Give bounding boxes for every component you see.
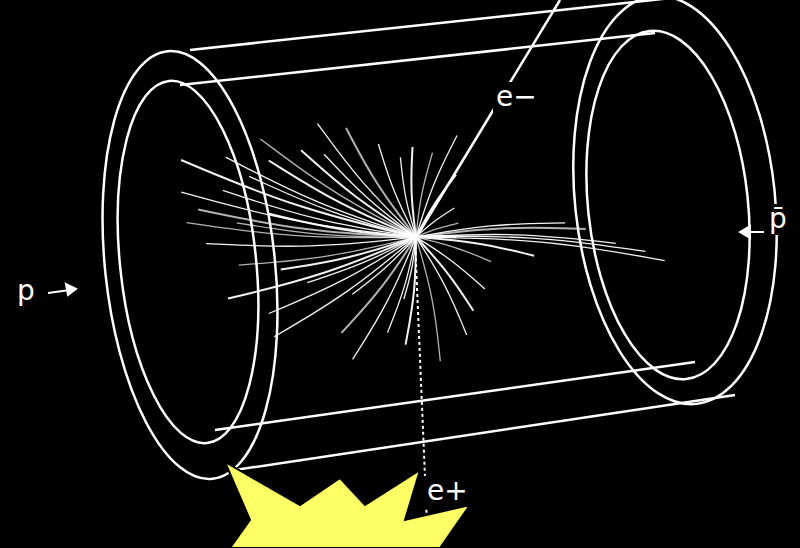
particle-track: [187, 223, 416, 238]
particle-track: [416, 237, 665, 261]
particle-track: [416, 237, 473, 311]
starburst: [225, 462, 470, 548]
particle-track: [346, 128, 416, 237]
particle-track: [353, 237, 416, 359]
particle-track: [411, 147, 416, 237]
particle-track: [378, 144, 416, 237]
particle-track: [260, 139, 416, 237]
detector-cylinder: [83, 0, 796, 488]
beam-label: p: [14, 276, 38, 307]
inner-end-ring: [101, 74, 274, 450]
particle-track: [416, 136, 457, 237]
beam-label: p̄: [766, 204, 790, 235]
outer-end-ring: [554, 0, 796, 414]
particle-track: [416, 237, 467, 335]
particle-tracks: [181, 124, 665, 362]
outer-end-ring: [83, 42, 297, 487]
particle-track: [249, 176, 416, 237]
cylinder-edge: [235, 395, 735, 470]
particle-track: [416, 237, 485, 289]
arrow-head: [66, 284, 76, 295]
particle-track: [416, 223, 565, 237]
particle-track: [307, 237, 416, 283]
particle-label: e+: [424, 476, 471, 507]
inner-end-ring: [570, 23, 766, 388]
cylinder-edge: [180, 33, 655, 85]
particle-track: [268, 214, 416, 237]
particle-track: [324, 154, 416, 237]
particle-label: e−: [493, 82, 540, 113]
arrow-head: [740, 226, 750, 238]
particle-track: [404, 237, 416, 299]
particle-track: [269, 237, 416, 314]
particle-track: [317, 124, 416, 237]
cylinder-edge: [190, 0, 690, 50]
particle-track: [416, 236, 645, 251]
particle-track: [206, 237, 416, 246]
cylinder-edge: [215, 362, 695, 430]
particle-track: [274, 237, 416, 337]
particle-track: [416, 237, 534, 256]
electron-track: [417, 0, 560, 236]
